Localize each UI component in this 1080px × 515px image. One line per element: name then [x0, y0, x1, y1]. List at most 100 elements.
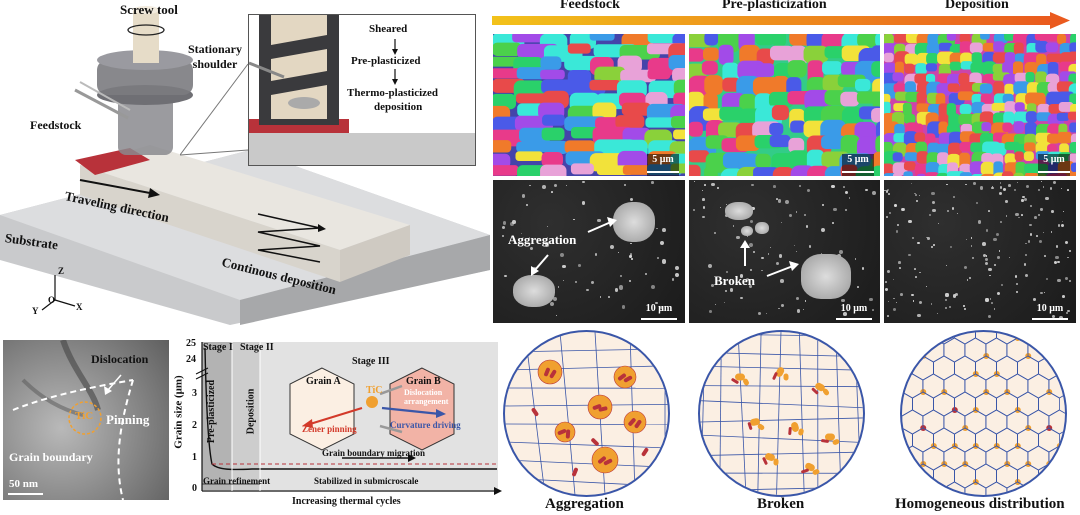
- tic-particle: [783, 373, 789, 381]
- grain-cell: [1014, 102, 1025, 112]
- schematic-drawing: [0, 6, 490, 325]
- grain-boundary-line: [719, 332, 722, 495]
- tem-label-grain-boundary: Grain boundary: [9, 450, 93, 464]
- hex-grain: [933, 427, 955, 453]
- plot-tick-3: 3: [192, 388, 197, 399]
- particle-dot: [725, 203, 727, 206]
- tic-particle: [549, 369, 557, 379]
- particle-dot: [693, 209, 695, 211]
- particle-dot: [995, 232, 1000, 236]
- caption-homogeneous: Homogeneous distribution: [895, 496, 1065, 512]
- grain-cell: [938, 42, 953, 51]
- grain-cell: [594, 66, 626, 85]
- grain-cell: [701, 60, 718, 75]
- particle-dot: [944, 298, 948, 302]
- particle-dot: [861, 267, 865, 270]
- grain-cell: [1070, 133, 1076, 145]
- grain-cell: [1035, 41, 1049, 53]
- particle-dot: [1005, 200, 1009, 204]
- particle-dot: [723, 301, 726, 304]
- grain-cell: [958, 113, 976, 126]
- tem-label-tic: TiC: [75, 410, 94, 422]
- particle-dot: [908, 253, 911, 257]
- grain-cell: [540, 69, 565, 80]
- particle-dot: [778, 307, 780, 309]
- grain-cell: [960, 61, 973, 70]
- grain-cell: [959, 34, 971, 44]
- particle-dot: [996, 292, 1000, 296]
- hex-grain: [1038, 427, 1060, 453]
- particle-dot: [1025, 185, 1029, 189]
- tic-particle: [773, 458, 779, 466]
- grain-cell: [916, 92, 926, 106]
- particle-dot: [501, 234, 504, 237]
- hex-grain: [996, 391, 1018, 417]
- particle-dot: [951, 207, 955, 210]
- hex-grain: [996, 427, 1018, 453]
- tic-particle: [801, 468, 809, 474]
- grain-cell: [959, 103, 972, 115]
- grain-cell: [541, 127, 565, 141]
- particle-dot: [554, 183, 558, 187]
- particle-dot: [911, 293, 914, 297]
- particle-dot: [884, 280, 887, 283]
- particle-dot: [725, 271, 728, 274]
- hex-grain: [933, 391, 955, 417]
- grain-cell: [493, 153, 511, 169]
- grain-cell: [1014, 151, 1024, 161]
- particle-dot: [917, 241, 920, 245]
- particle-dot: [1055, 245, 1059, 248]
- particle-dot: [502, 220, 507, 225]
- grain-cell: [570, 163, 594, 175]
- particle-dot: [662, 228, 666, 232]
- grain-boundary-line: [700, 332, 706, 495]
- particle-dot: [930, 303, 932, 305]
- particle-dot: [857, 286, 859, 288]
- grain-cell: [993, 161, 1003, 176]
- tic-particle: [825, 433, 835, 441]
- grain-cell: [1013, 172, 1025, 176]
- sem-label-broken: Broken: [714, 273, 755, 288]
- tic-particle: [531, 407, 539, 417]
- particle-dot: [1017, 182, 1019, 184]
- grain-plot-drawing: [195, 342, 502, 495]
- particle-dot: [586, 288, 590, 292]
- particle-dot: [1018, 216, 1020, 218]
- particle-dot: [804, 300, 807, 302]
- tic-particle: [822, 388, 830, 396]
- particle-dot: [831, 185, 835, 189]
- grain-cell: [821, 135, 846, 149]
- grain-boundary-line: [854, 332, 862, 495]
- particle-dot: [1014, 275, 1018, 278]
- grain-cell: [871, 107, 880, 123]
- grain-cell: [981, 173, 995, 176]
- particle-dot: [976, 202, 979, 205]
- particle-dot: [918, 194, 920, 196]
- grain-cell: [1036, 112, 1052, 122]
- hex-grain: [933, 355, 955, 381]
- particle-dot: [854, 258, 857, 261]
- particle-dot: [736, 235, 740, 240]
- tic-particle: [1046, 461, 1053, 467]
- scalebar-text: 5 μm: [652, 154, 674, 165]
- tic-cluster: [623, 410, 647, 434]
- grain-cell: [1034, 34, 1051, 41]
- sem-arrows-pre: [740, 240, 799, 277]
- particle-dot: [1051, 209, 1055, 213]
- hex-grain: [943, 373, 966, 399]
- particle-dot: [780, 279, 784, 283]
- hex-grain: [902, 337, 924, 363]
- particle-dot: [779, 254, 783, 258]
- particle-dot: [931, 245, 934, 249]
- tic-particle: [592, 404, 602, 410]
- grain-cell: [875, 135, 880, 154]
- grain-cell: [755, 34, 775, 46]
- tic-particle: [628, 418, 636, 426]
- grain-boundary-line: [799, 332, 805, 495]
- grain-cell: [769, 134, 791, 148]
- particle-dot: [932, 208, 936, 213]
- particle-dot: [651, 181, 655, 184]
- grain-cell: [991, 102, 1008, 112]
- hex-grain: [902, 481, 924, 495]
- particle-dot: [926, 236, 928, 239]
